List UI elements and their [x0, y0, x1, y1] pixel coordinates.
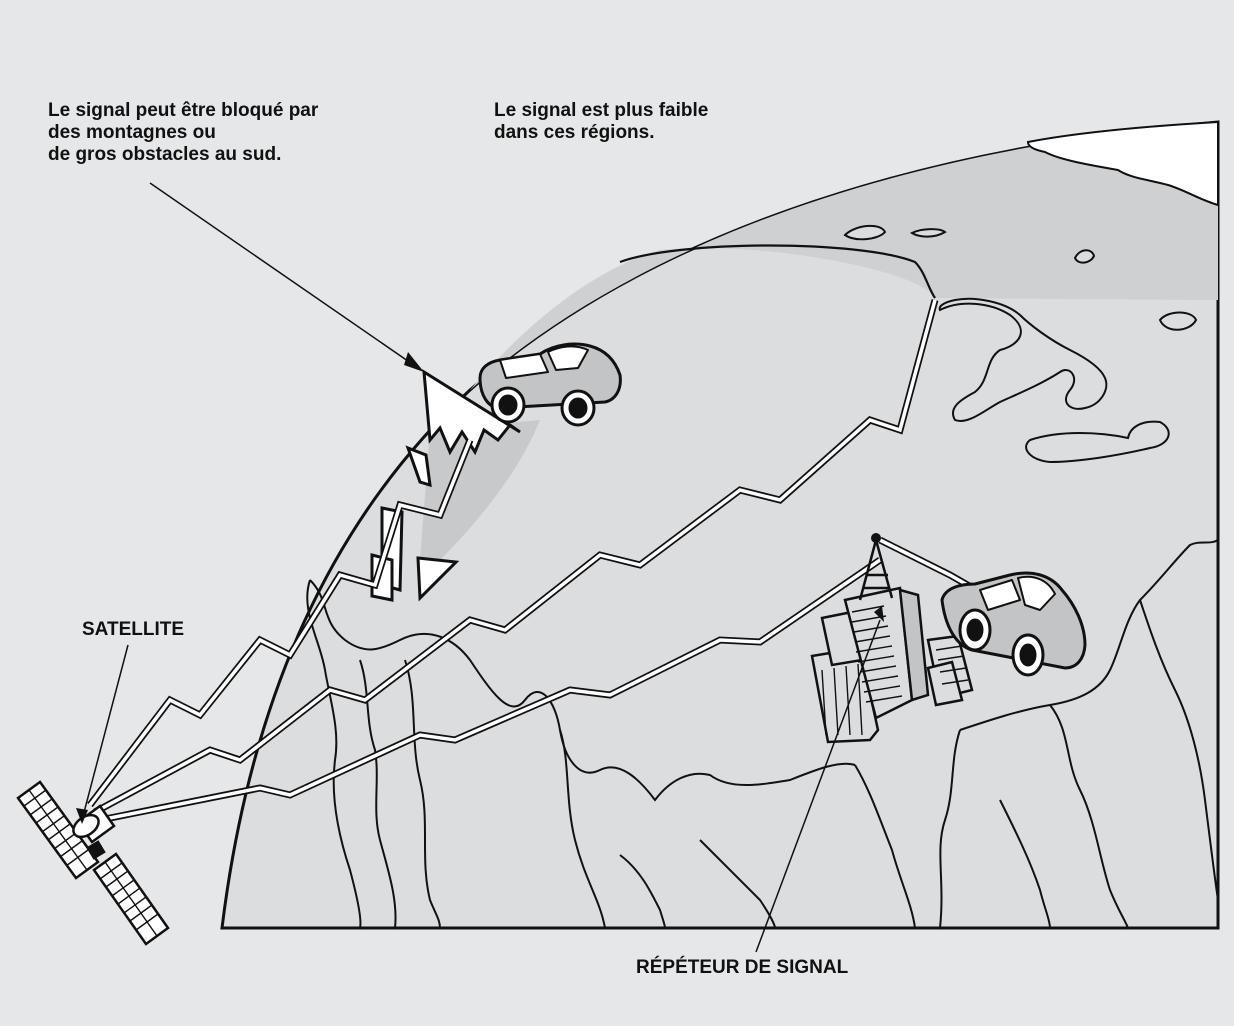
mountain-obstacle-label: Le signal peut être bloqué par des monta… — [48, 100, 318, 166]
island — [843, 224, 887, 241]
arrowhead — [76, 808, 88, 824]
coastlines — [306, 539, 1219, 929]
repeater-label: RÉPÉTEUR DE SIGNAL — [636, 957, 849, 978]
label-line: Le signal est plus faible — [494, 100, 709, 121]
arrowhead — [404, 352, 424, 372]
mountain-shadow — [420, 420, 540, 560]
label-line: des montagnes ou — [48, 122, 216, 143]
lake — [1025, 420, 1170, 464]
island — [909, 228, 947, 238]
label-line: de gros obstacles au sud. — [48, 144, 282, 165]
label-line: Le signal peut être bloqué par — [48, 100, 319, 121]
weak-signal-label: Le signal est plus faible dans ces régio… — [494, 100, 708, 144]
car-northern-icon — [478, 342, 622, 427]
island — [1073, 249, 1096, 264]
weak-signal-boundary — [619, 244, 936, 299]
signal-bolts — [87, 299, 987, 824]
label-line: dans ces régions. — [494, 122, 655, 143]
ice-cap — [1026, 120, 1219, 207]
lake — [938, 297, 1108, 422]
weak-signal-region — [470, 122, 1218, 390]
repeater-tower — [858, 539, 894, 601]
leader-lines — [81, 182, 881, 953]
satellite-icon — [16, 780, 170, 946]
mountain — [422, 369, 521, 456]
island — [1158, 311, 1198, 331]
repeater-antenna-icon — [871, 533, 881, 543]
satellite-label: SATELLITE — [82, 619, 185, 640]
arrowhead — [874, 606, 884, 622]
car-city-icon — [940, 571, 1087, 677]
